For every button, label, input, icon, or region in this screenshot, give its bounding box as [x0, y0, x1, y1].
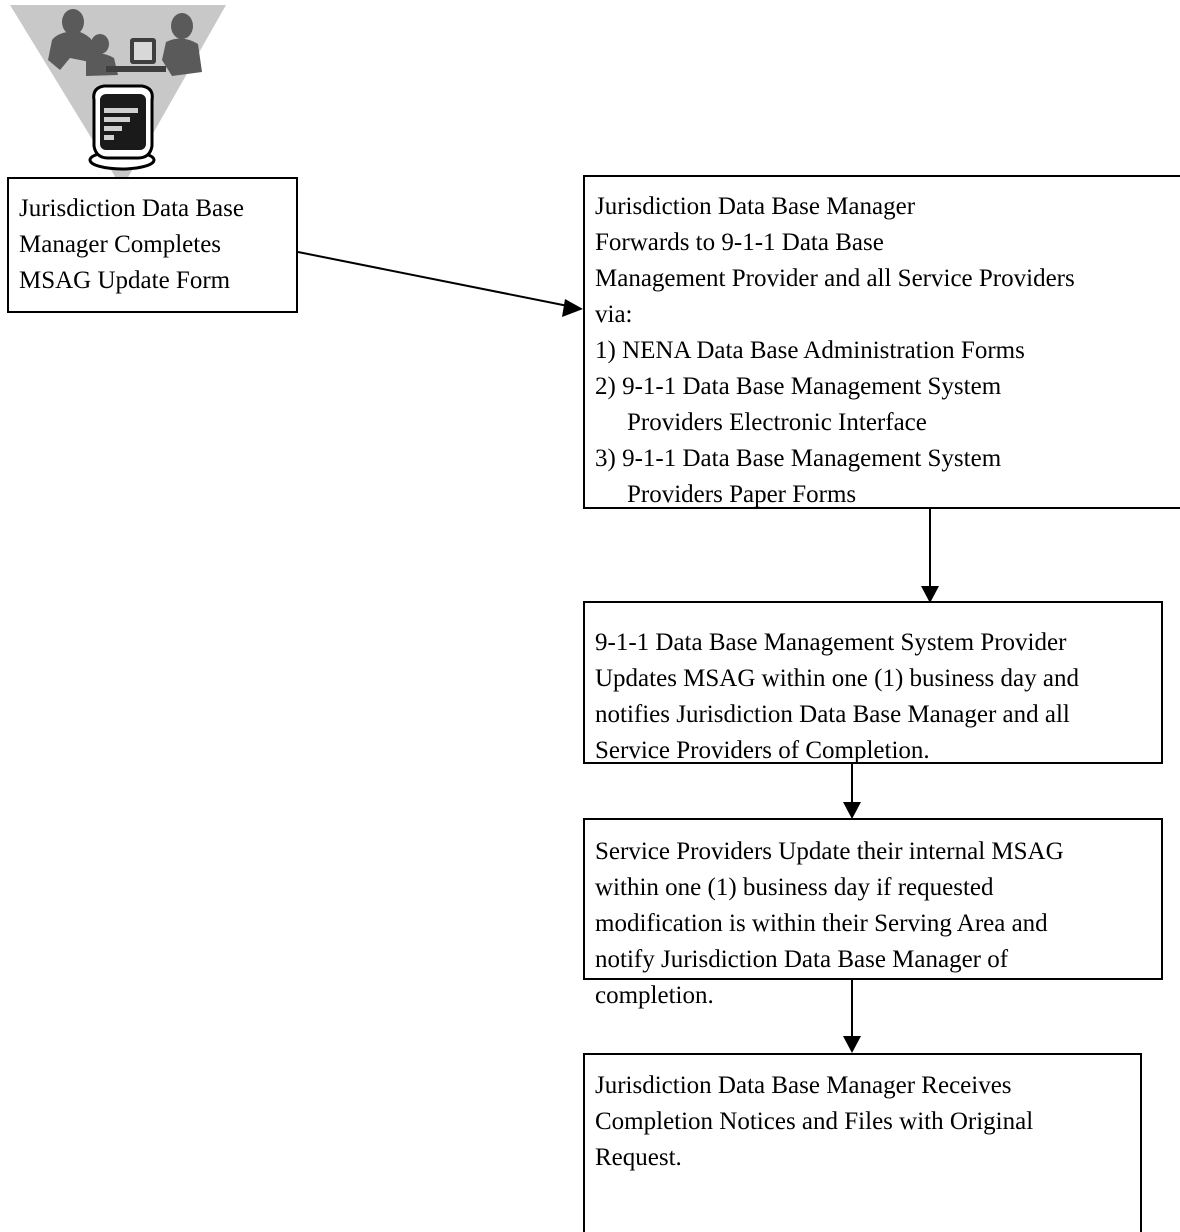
- step-line: modification is within their Serving Are…: [595, 910, 1048, 937]
- people-at-computer-icon: [10, 5, 226, 188]
- step-line: Forwards to 9-1-1 Data Base: [595, 229, 884, 256]
- step-line: Jurisdiction Data Base: [19, 195, 244, 222]
- step-line: Completion Notices and Files with Origin…: [595, 1108, 1034, 1135]
- arrow-form-to-forward: [297, 251, 569, 307]
- step-line: notifies Jurisdiction Data Base Manager …: [595, 701, 1070, 728]
- step-line: 3) 9-1-1 Data Base Management System: [595, 445, 1002, 472]
- step-line: 2) 9-1-1 Data Base Management System: [595, 373, 1002, 400]
- step-line: Updates MSAG within one (1) business day…: [595, 665, 1079, 692]
- step-line: Jurisdiction Data Base Manager: [595, 193, 916, 220]
- step-line: notify Jurisdiction Data Base Manager of: [595, 946, 1009, 973]
- step-line: Request.: [595, 1144, 682, 1171]
- step-receive-box: Jurisdiction Data Base Manager Receives …: [583, 1053, 1142, 1232]
- step-complete-form-box: Jurisdiction Data Base Manager Completes…: [7, 177, 298, 313]
- step-line: Providers Electronic Interface: [627, 409, 927, 436]
- step-line: Jurisdiction Data Base Manager Receives: [595, 1072, 1012, 1099]
- step-line: within one (1) business day if requested: [595, 874, 994, 901]
- step-line: completion.: [595, 982, 714, 1009]
- step-sp-update-box: Service Providers Update their internal …: [583, 818, 1163, 1009]
- step-forward-box: Jurisdiction Data Base Manager Forwards …: [583, 175, 1180, 509]
- connector-arrows: [297, 251, 939, 1053]
- step-line: Management Provider and all Service Prov…: [595, 265, 1075, 292]
- step-line: Manager Completes: [19, 231, 222, 258]
- step-line: 1) NENA Data Base Administration Forms: [595, 337, 1025, 364]
- step-line: Service Providers Update their internal …: [595, 838, 1064, 865]
- step-line: via:: [595, 301, 633, 328]
- step-line: 9-1-1 Data Base Management System Provid…: [595, 629, 1067, 656]
- step-dbms-update-box: 9-1-1 Data Base Management System Provid…: [583, 601, 1163, 764]
- step-line: Providers Paper Forms: [627, 481, 857, 508]
- step-line: MSAG Update Form: [19, 267, 231, 294]
- step-line: Service Providers of Completion.: [595, 737, 930, 764]
